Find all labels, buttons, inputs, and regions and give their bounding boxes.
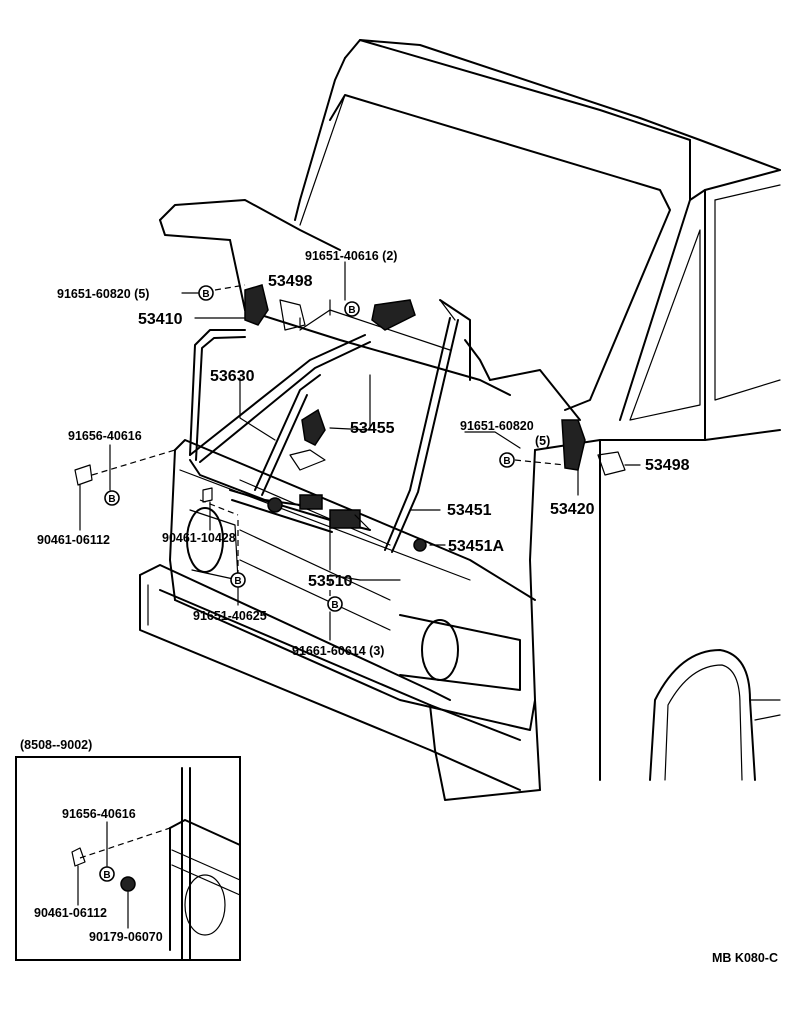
bolt-marker-6: B — [327, 596, 343, 612]
leader-lines — [79, 261, 641, 641]
bolt-marker-1: B — [198, 285, 214, 301]
svg-text:B: B — [202, 289, 209, 300]
svg-text:B: B — [348, 305, 355, 316]
bolt-marker-2: B — [344, 301, 360, 317]
label-91661-60614: 91661-60614 (3) — [292, 644, 384, 658]
cab-body-outline — [294, 39, 781, 791]
label-91651-60820-right: 91651-60820 — [460, 419, 534, 433]
bolt-marker-4: B — [104, 490, 120, 506]
label-91656-40616: 91656-40616 — [68, 429, 142, 443]
svg-text:B: B — [331, 600, 338, 611]
label-53498-right: 53498 — [645, 457, 690, 474]
svg-text:B: B — [503, 456, 510, 467]
inset-title: (8508--9002) — [20, 738, 92, 752]
label-91651-40625: 91651-40625 — [193, 609, 267, 623]
bolt-marker-5: B — [230, 572, 246, 588]
bolt-marker-3: B — [499, 452, 515, 468]
inset-label-90179-06070: 90179-06070 — [89, 930, 163, 944]
diagram-code: MB K080-C — [712, 951, 778, 965]
inset-nut — [120, 876, 136, 892]
label-53498-top: 53498 — [268, 273, 313, 290]
inset-clip — [71, 847, 86, 867]
inset-bolt-marker: B — [99, 866, 115, 882]
inset-label-90461-06112: 90461-06112 — [34, 906, 107, 920]
label-53451A: 53451A — [448, 538, 504, 555]
inset-panel: (8508--9002) B 91656-40616 90461-06112 9… — [15, 738, 241, 961]
label-53630: 53630 — [210, 368, 255, 385]
label-qty-5: (5) — [535, 434, 550, 448]
inset-label-91656-40616: 91656-40616 — [62, 807, 136, 821]
svg-text:B: B — [103, 870, 110, 881]
svg-text:B: B — [108, 494, 115, 505]
label-53451: 53451 — [447, 502, 492, 519]
label-90461-06112: 90461-06112 — [37, 533, 110, 547]
svg-text:B: B — [234, 576, 241, 587]
label-53410: 53410 — [138, 311, 183, 328]
label-91651-40616: 91651-40616 (2) — [305, 249, 397, 263]
left-hinge — [244, 284, 416, 331]
hood-support-rod — [189, 329, 371, 506]
label-53455: 53455 — [350, 420, 395, 437]
hood-panel — [159, 199, 511, 396]
hood-lock-assembly — [229, 408, 371, 581]
front-body — [139, 439, 541, 801]
part-53451A — [413, 538, 427, 552]
label-53510: 53510 — [308, 573, 353, 590]
right-hinge — [561, 419, 626, 476]
hood-lock-rod — [384, 299, 459, 553]
label-53420: 53420 — [550, 501, 595, 518]
label-91651-60820-5: 91651-60820 (5) — [57, 287, 149, 301]
label-90461-10428: 90461-10428 — [162, 531, 236, 545]
clip-90461-06112 — [74, 464, 93, 486]
